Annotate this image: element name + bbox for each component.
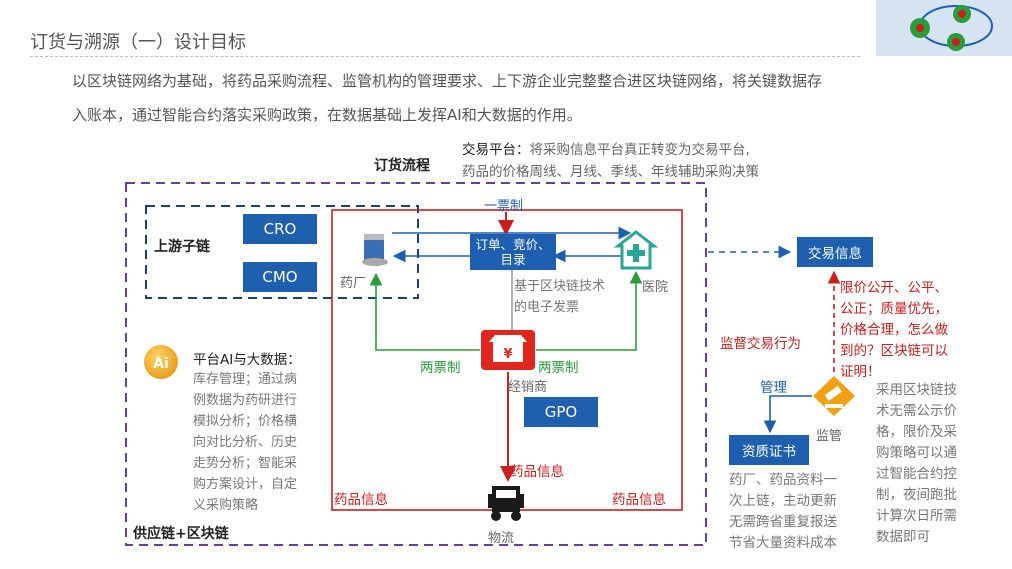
drug-info-center-label: 药品信息 [510, 464, 564, 480]
price-note-line: 价格合理，怎么做 [840, 322, 948, 338]
svg-text:Ai: Ai [153, 356, 169, 372]
trade-platform-heading: 交易平台： [462, 142, 530, 158]
qualification-certificate-box: 资质证书 [729, 435, 809, 465]
intro-line-2: 入账本，通过智能合约落实采购政策，在数据基础上发挥AI和大数据的作用。 [72, 106, 582, 124]
price-note-line: 到的？区块链可以 [840, 343, 948, 359]
two-ticket-left-arrow [369, 272, 480, 351]
qualification-note-line: 药厂、药品资料一 [729, 472, 837, 488]
gpo-box: GPO [524, 397, 598, 427]
qualification-note-line: 次上链，主动更新 [729, 493, 837, 509]
title-divider [30, 56, 860, 57]
cmo-box: CMO [243, 262, 317, 292]
ai-line: 例数据为药研进行 [193, 393, 298, 408]
trade-platform-text-2: 药品的价格周线、月线、季线、年线辅助采购决策 [462, 164, 759, 180]
order-flow-label: 订货流程 [374, 158, 430, 174]
network-logo-icon [910, 5, 993, 51]
trade-info-box: 交易信息 [797, 237, 873, 267]
distributor-label: 经销商 [508, 380, 548, 395]
regulator-note-line: 计算次日所需 [876, 508, 957, 524]
gavel-icon [811, 374, 857, 418]
manage-label: 管理 [760, 380, 787, 396]
distributor-icon: ¥ [481, 330, 535, 370]
ai-line: 走势分析；智能采 [193, 456, 298, 471]
two-ticket-left-label: 两票制 [420, 360, 461, 376]
regulator-note-line: 格，限价及采 [876, 424, 957, 440]
intro-line-1: 以区块链网络为基础，将药品采购流程、监管机构的管理要求、上下游企业完整整合进区块… [72, 72, 823, 90]
truck-icon [484, 484, 528, 524]
pharma-icon [360, 232, 390, 268]
regulator-note-line: 过智能合约控 [876, 466, 957, 482]
ai-title: 平台AI与大数据： [193, 352, 301, 368]
qualification-note-line: 无需跨省重复报送 [729, 514, 837, 530]
regulator-note-line: 制，夜间跑批 [876, 487, 957, 503]
two-ticket-right-label: 两票制 [538, 360, 579, 376]
two-ticket-right-arrow [536, 270, 643, 351]
drug-info-right-label: 药品信息 [612, 492, 666, 508]
ai-badge-icon: Ai [144, 345, 178, 379]
ai-line: 库存管理；通过病 [193, 372, 298, 387]
price-note-line: 公正；质量优先， [840, 301, 948, 317]
regulator-note-line: 购策略可以通 [876, 445, 957, 461]
ai-line: 义采购策略 [193, 498, 259, 513]
regulator-note-line: 数据即可 [876, 529, 930, 545]
hospital-icon [613, 230, 659, 270]
drug-info-left-label: 药品信息 [334, 492, 388, 508]
hospital-label: 医院 [642, 280, 669, 295]
trade-platform-text-1: 将采购信息平台真正转变为交易平台, [529, 142, 750, 158]
ai-line: 向对比分析、历史 [193, 435, 298, 450]
pharma-label: 药厂 [340, 276, 367, 291]
svg-text:¥: ¥ [503, 347, 512, 362]
upstream-chain-title: 上游子链 [154, 239, 210, 255]
one-ticket-label: 一票制 [484, 199, 524, 214]
order-bidding-catalog-box: 订单、竞价、目录 [470, 234, 556, 270]
manage-arrow [763, 395, 812, 434]
regulator-note-line: 术无需公示价 [876, 403, 957, 419]
page-title: 订货与溯源（一）设计目标 [30, 32, 246, 53]
supply-chain-boundary [125, 182, 707, 546]
blockchain-logo [876, 0, 1012, 56]
price-note-line: 限价公开、公平、 [840, 280, 948, 296]
trade-platform-line-1: 交易平台：将采购信息平台真正转变为交易平台, [462, 138, 750, 158]
regulator-note-line: 采用区块链技 [876, 382, 957, 398]
price-note-line: 证明！ [840, 364, 881, 380]
ai-line: 模拟分析；价格横 [193, 414, 298, 429]
supply-chain-label: 供应链+区块链 [133, 526, 229, 542]
ai-line: 购方案设计，自定 [193, 477, 298, 492]
regulator-label: 监管 [816, 429, 843, 444]
logistics-label: 物流 [488, 531, 515, 546]
electronic-invoice-note: 基于区块链技术的电子发票 [514, 279, 606, 315]
supervise-label: 监督交易行为 [720, 336, 801, 352]
cro-box: CRO [243, 214, 317, 244]
upstream-chain-boundary [145, 205, 419, 299]
qualification-note-line: 节省大量资料成本 [729, 535, 837, 551]
